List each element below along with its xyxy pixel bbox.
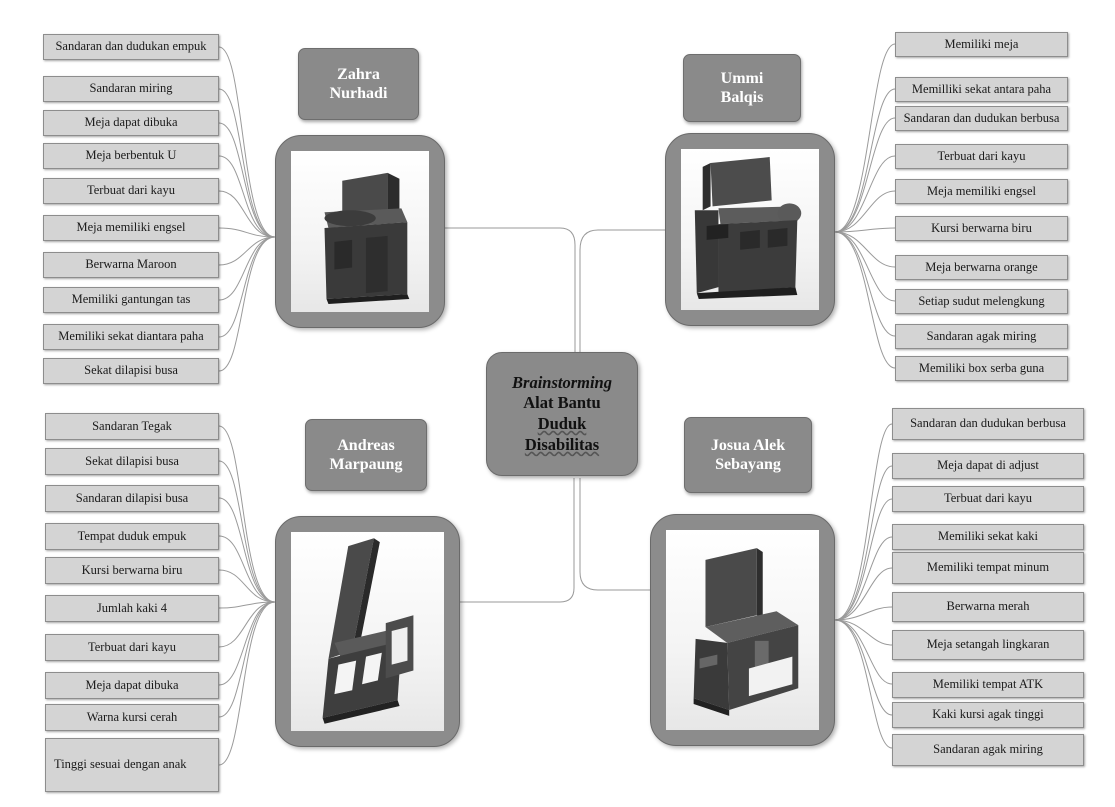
ummi-item-10: Memiliki box serba guna [895, 356, 1068, 381]
name-zahra-line1: Zahra [337, 65, 380, 83]
andreas-item-7: Terbuat dari kayu [45, 634, 219, 661]
chair-render-tilted-image [291, 532, 444, 731]
ummi-item-1: Memiliki meja [895, 32, 1068, 57]
center-line-2: Alat Bantu [523, 393, 601, 413]
josua-item-10: Sandaran agak miring [892, 734, 1084, 766]
chair-render-blue-illustration [694, 157, 802, 299]
connector-zahra [445, 227, 576, 360]
andreas-item-5: Kursi berwarna biru [45, 557, 219, 584]
zahra-item-4: Meja berbentuk U [43, 143, 219, 169]
fan-josua [834, 423, 893, 749]
zahra-item-2: Sandaran miring [43, 76, 219, 102]
andreas-item-8: Meja dapat dibuka [45, 672, 219, 699]
fan-zahra [218, 46, 276, 372]
name-box-josua: Josua Alek Sebayang [684, 417, 812, 493]
center-line-4: Disabilitas [524, 434, 600, 454]
josua-item-4: Memiliki sekat kaki [892, 524, 1084, 550]
picture-frame-ummi [665, 133, 835, 326]
connector-andreas [460, 478, 575, 603]
picture-frame-zahra [275, 135, 445, 328]
josua-item-1: Sandaran dan dudukan berbusa [892, 408, 1084, 440]
andreas-item-10: Tinggi sesuai dengan anak [45, 738, 219, 792]
ummi-item-5: Meja memiliki engsel [895, 179, 1068, 204]
zahra-item-9: Memiliki sekat diantara paha [43, 324, 219, 350]
chair-render-maroon-image [291, 151, 429, 312]
andreas-item-1: Sandaran Tegak [45, 413, 219, 440]
name-ummi-line1: Ummi [720, 69, 764, 87]
name-andreas-line2: Marpaung [329, 456, 403, 473]
picture-frame-andreas [275, 516, 460, 747]
fan-ummi [834, 43, 896, 369]
zahra-item-5: Terbuat dari kayu [43, 178, 219, 204]
josua-item-9: Kaki kursi agak tinggi [892, 702, 1084, 728]
name-zahra-line2: Nurhadi [329, 85, 388, 102]
chair-render-red-image [666, 530, 819, 730]
zahra-item-3: Meja dapat dibuka [43, 110, 219, 136]
andreas-item-2: Sekat dilapisi busa [45, 448, 219, 475]
josua-item-5: Memiliki tempat minum [892, 552, 1084, 584]
center-line-3: Duduk [537, 414, 587, 433]
ummi-item-6: Kursi berwarna biru [895, 216, 1068, 241]
andreas-item-4: Tempat duduk empuk [45, 523, 219, 550]
zahra-item-10: Sekat dilapisi busa [43, 358, 219, 384]
picture-frame-josua [650, 514, 835, 746]
andreas-item-6: Jumlah kaki 4 [45, 595, 219, 622]
name-box-andreas: Andreas Marpaung [305, 419, 427, 491]
zahra-item-8: Memiliki gantungan tas [43, 287, 219, 313]
andreas-item-3: Sandaran dilapisi busa [45, 485, 219, 512]
center-line-1: Brainstorming [512, 372, 612, 392]
zahra-item-1: Sandaran dan dudukan empuk [43, 34, 219, 60]
fan-andreas [218, 425, 276, 766]
josua-item-3: Terbuat dari kayu [892, 486, 1084, 512]
ummi-item-2: Memilliki sekat antara paha [895, 77, 1068, 102]
josua-item-8: Memiliki tempat ATK [892, 672, 1084, 698]
josua-item-2: Meja dapat di adjust [892, 453, 1084, 479]
chair-render-tilted-illustration [322, 538, 414, 724]
chair-render-maroon-illustration [324, 172, 410, 304]
ummi-item-4: Terbuat dari kayu [895, 144, 1068, 169]
ummi-item-8: Setiap sudut melengkung [895, 289, 1068, 314]
name-box-ummi: Ummi Balqis [683, 54, 801, 122]
connector-ummi [579, 229, 665, 360]
andreas-item-9: Warna kursi cerah [45, 704, 219, 731]
central-topic: Brainstorming Alat Bantu Duduk Disabilit… [486, 352, 638, 476]
name-ummi-line2: Balqis [720, 89, 764, 106]
name-andreas-line1: Andreas [337, 436, 395, 454]
ummi-item-3: Sandaran dan dudukan berbusa [895, 106, 1068, 131]
name-josua-line2: Sebayang [715, 456, 781, 473]
name-box-zahra: Zahra Nurhadi [298, 48, 419, 120]
zahra-item-7: Berwarna Maroon [43, 252, 219, 278]
josua-item-6: Berwarna merah [892, 592, 1084, 622]
connector-josua [579, 478, 655, 591]
chair-render-blue-image [681, 149, 819, 310]
zahra-item-6: Meja memiliki engsel [43, 215, 219, 241]
josua-item-7: Meja setangah lingkaran [892, 630, 1084, 660]
chair-render-red-illustration [693, 548, 799, 716]
name-josua-line1: Josua Alek [710, 436, 786, 454]
ummi-item-9: Sandaran agak miring [895, 324, 1068, 349]
ummi-item-7: Meja berwarna orange [895, 255, 1068, 280]
